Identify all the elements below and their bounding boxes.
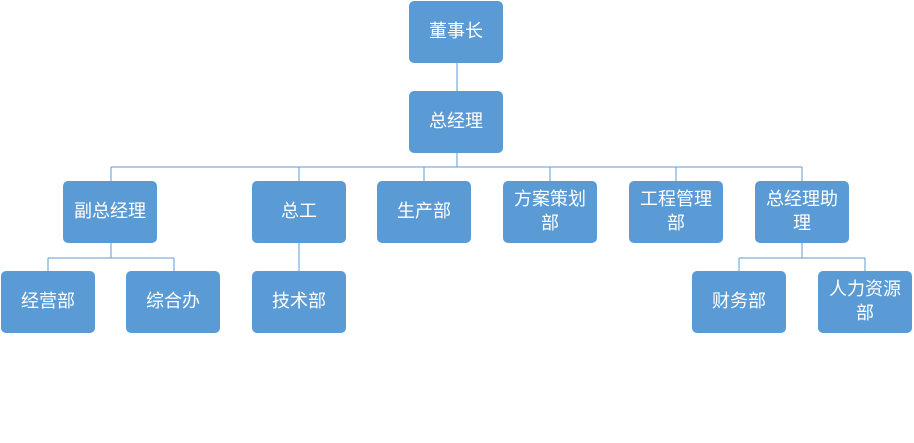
node-gm-assistant: 总经理助理: [755, 181, 849, 243]
node-hr-dept: 人力资源部: [818, 271, 912, 333]
node-planning-dept: 方案策划部: [503, 181, 597, 243]
node-tech-dept: 技术部: [252, 271, 346, 333]
node-general-manager: 总经理: [409, 91, 503, 153]
node-engineering-dept: 工程管理部: [629, 181, 723, 243]
node-chief-engineer: 总工: [252, 181, 346, 243]
node-chairman: 董事长: [409, 1, 503, 63]
node-finance-dept: 财务部: [692, 271, 786, 333]
node-operations-dept: 经营部: [1, 271, 95, 333]
node-production-dept: 生产部: [377, 181, 471, 243]
node-admin-office: 综合办: [126, 271, 220, 333]
node-vice-general-manager: 副总经理: [63, 181, 157, 243]
